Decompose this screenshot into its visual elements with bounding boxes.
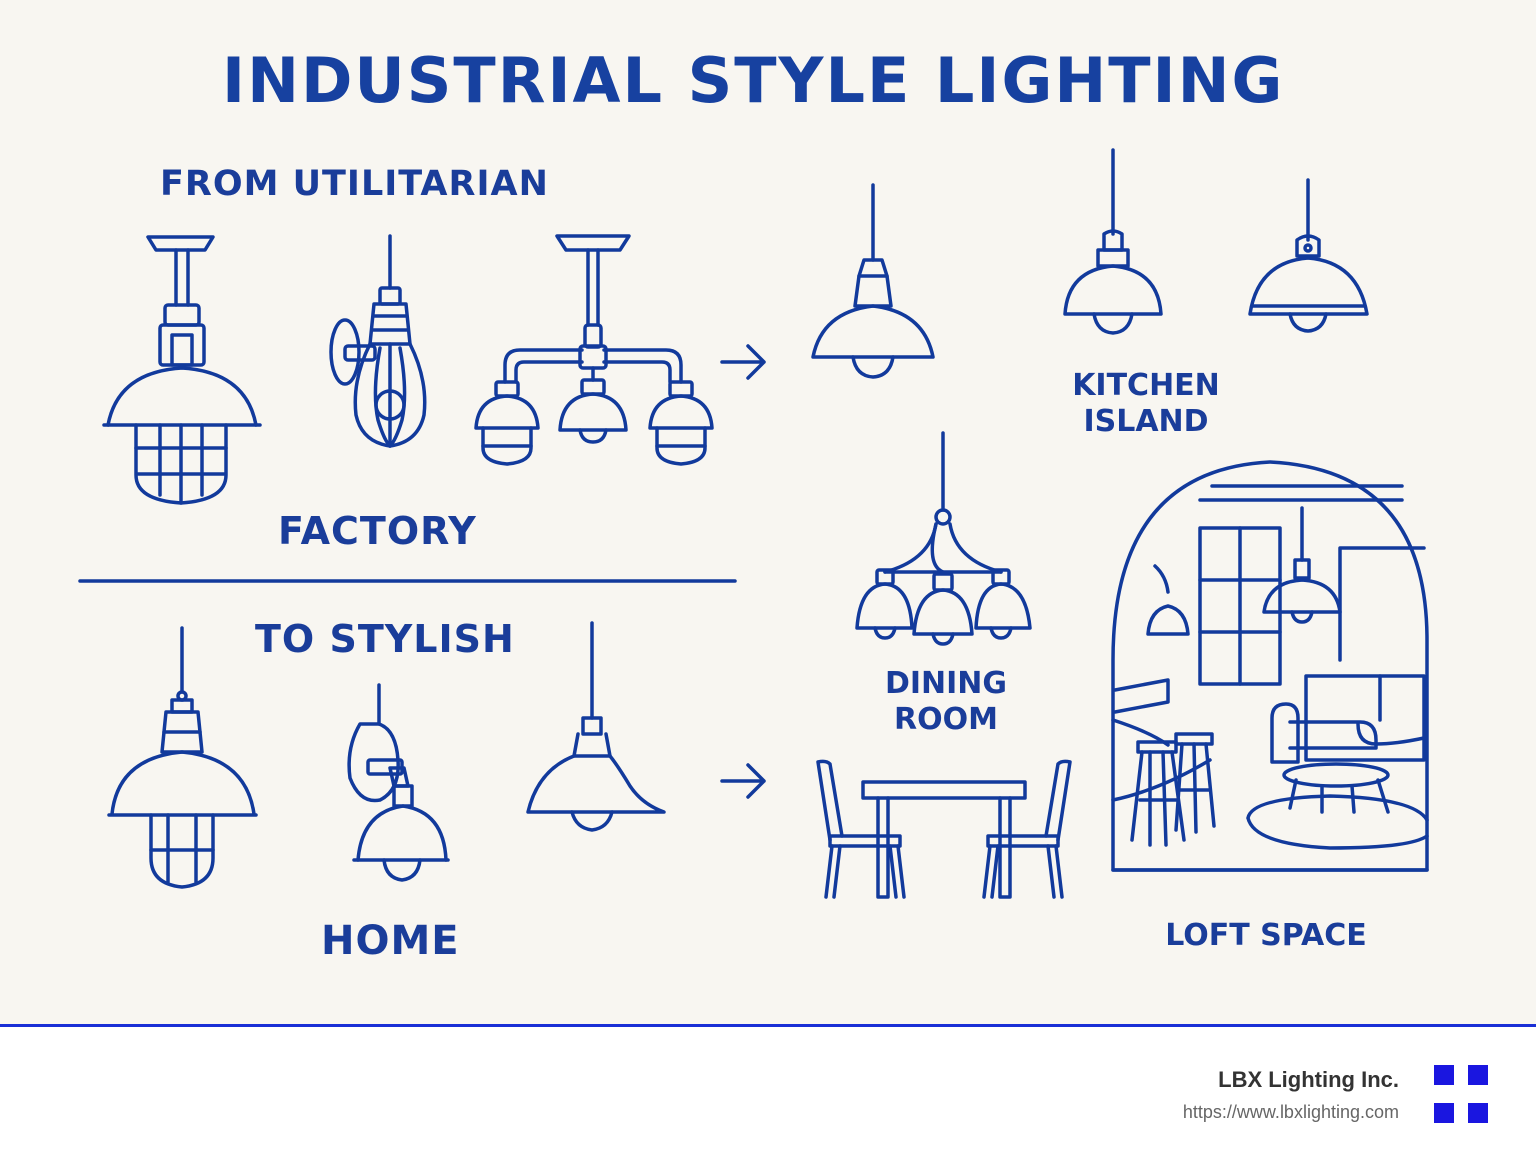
dining-label-line2: ROOM	[894, 702, 998, 737]
company-name: LBX Lighting Inc.	[1218, 1067, 1399, 1092]
loft-room-icon	[1111, 460, 1429, 872]
barn-sconce-icon	[347, 683, 450, 882]
home-label: HOME	[321, 918, 460, 964]
kitchen-island-label: KITCHEN ISLAND	[1060, 368, 1232, 440]
arrow-right-icon	[720, 344, 766, 380]
three-arm-fixture-icon	[474, 234, 714, 466]
factory-label: FACTORY	[278, 509, 477, 553]
caged-pendant-icon	[102, 235, 262, 505]
illustration	[78, 148, 1429, 899]
to-stylish-label: TO STYLISH	[255, 617, 515, 661]
kitchen-label-line1: KITCHEN	[1072, 368, 1220, 403]
arrow-right-icon	[720, 763, 766, 799]
dining-table-icon	[816, 759, 1072, 899]
edison-sconce-icon	[329, 234, 427, 448]
dome-pendant-icon	[1248, 178, 1369, 333]
footer: LBX Lighting Inc. https://www.lbxlightin…	[0, 1024, 1536, 1157]
page-title: INDUSTRIAL STYLE LIGHTING	[222, 44, 1285, 117]
flared-pendant-icon	[526, 621, 666, 832]
from-utilitarian-label: FROM UTILITARIAN	[160, 164, 549, 204]
company-url[interactable]: https://www.lbxlighting.com	[1182, 1102, 1399, 1122]
chandelier-icon	[855, 431, 1032, 646]
dome-pendant-icon	[1063, 148, 1163, 335]
dining-room-label: DINING ROOM	[862, 666, 1030, 738]
kitchen-label-line2: ISLAND	[1083, 404, 1209, 439]
loft-space-label: LOFT SPACE	[1165, 918, 1367, 953]
dome-pendant-icon	[811, 183, 935, 379]
dining-label-line1: DINING	[884, 666, 1008, 701]
caged-pendant-icon	[107, 626, 258, 889]
